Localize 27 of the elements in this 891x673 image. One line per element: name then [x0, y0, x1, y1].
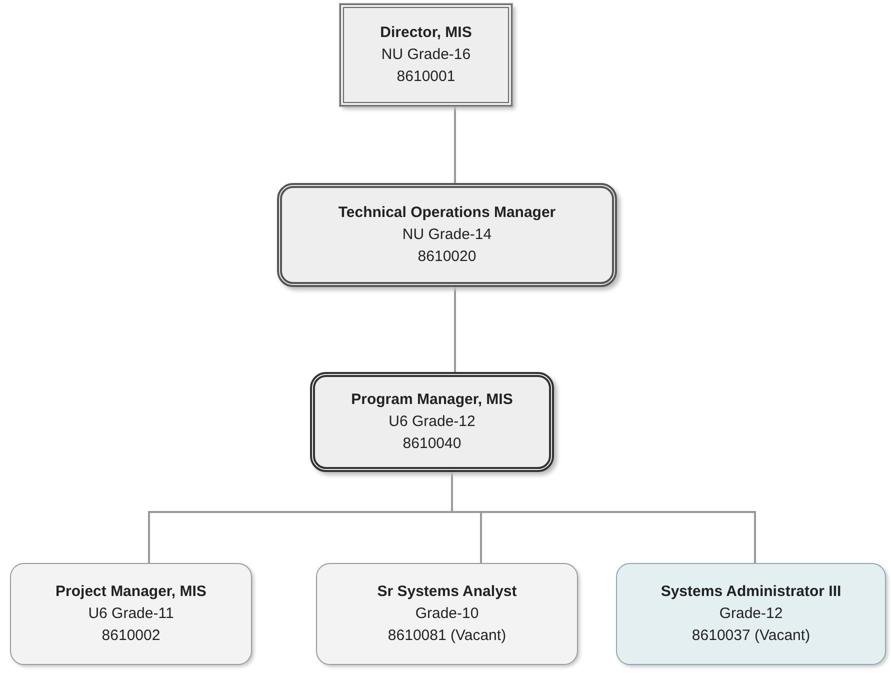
position-detail: U6 Grade-12 [388, 412, 476, 432]
position-box [10, 563, 252, 665]
position-title: Project Manager, MIS [56, 582, 206, 602]
position-title: Technical Operations Manager [338, 203, 556, 223]
position-detail: U6 Grade-11 [88, 604, 174, 624]
position-box [340, 4, 512, 106]
position-detail: NU Grade-14 [402, 225, 492, 245]
position-box [616, 563, 886, 665]
position-detail: 8610020 [418, 247, 476, 267]
position-detail: 8610002 [102, 626, 160, 646]
position-detail: Grade-10 [415, 604, 479, 624]
position-detail: 8610040 [402, 434, 462, 454]
position-detail: 8610001 [396, 67, 456, 87]
position-detail: Grade-12 [719, 604, 783, 624]
position-title: Program Manager, MIS [351, 390, 513, 410]
connector-line [451, 472, 756, 563]
position-title: Systems Administrator III [660, 582, 842, 602]
connector-line [454, 106, 456, 183]
position-title: Sr Systems Analyst [377, 582, 517, 602]
position-title: Director, MIS [380, 23, 472, 43]
position-detail: 8610081 (Vacant) [388, 626, 506, 646]
position-box [277, 183, 617, 287]
position-detail: 8610037 (Vacant) [692, 626, 810, 646]
position-detail: NU Grade-16 [381, 45, 471, 65]
position-box [310, 372, 554, 472]
connector-line [454, 287, 456, 372]
position-box [316, 563, 578, 665]
